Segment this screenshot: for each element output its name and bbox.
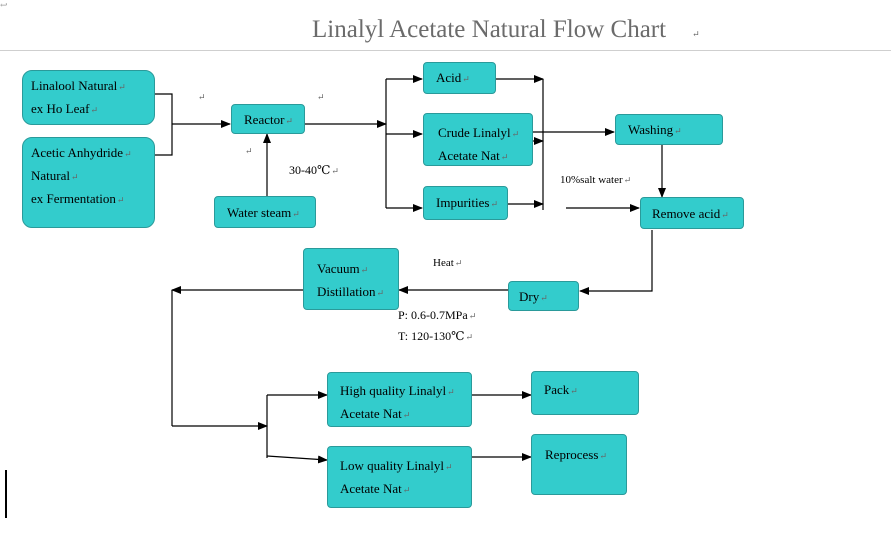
paragraph-mark: ↵ (623, 175, 632, 185)
node-text: ex Ho Leaf↵ (31, 101, 99, 116)
node-text: Acetate Nat↵ (340, 481, 411, 496)
node-low-quality: Low quality Linalyl↵ Acetate Nat↵ (327, 446, 472, 508)
node-vacuum-distillation: Vacuum↵ Distillation↵ (303, 248, 399, 310)
node-impurities: Impurities↵ (423, 186, 508, 220)
node-washing: Washing↵ (615, 114, 723, 145)
node-text: Distillation↵ (317, 284, 385, 299)
node-text: Acid↵ (436, 70, 470, 85)
paragraph-mark: ↵ (118, 82, 126, 92)
node-text: Acetate Nat↵ (438, 148, 509, 163)
node-text: Impurities↵ (436, 195, 498, 210)
paragraph-mark: ↵ (721, 210, 729, 220)
paragraph-mark: ↵ (500, 152, 509, 162)
node-text: High quality Linalyl↵ (340, 383, 455, 398)
paragraph-mark: ↵ (198, 92, 206, 102)
label-heat: Heat↵ (433, 257, 463, 269)
node-text: Reactor↵ (244, 112, 293, 127)
paragraph-mark: ↵ (124, 149, 132, 159)
paragraph-mark: ↵ (468, 311, 477, 321)
node-text: Vacuum↵ (317, 261, 369, 276)
paragraph-mark: ↵ (570, 386, 578, 396)
paragraph-mark: ↵ (402, 485, 411, 495)
node-text: Dry↵ (519, 289, 548, 304)
node-text: Crude Linalyl↵ (438, 125, 520, 140)
paragraph-mark: ↵ (692, 29, 700, 39)
node-reactor: Reactor↵ (231, 104, 305, 134)
paragraph-mark: ↵ (599, 451, 607, 461)
label-pressure: P: 0.6-0.7MPa↵ (398, 308, 477, 322)
label-reactor-temperature: 30-40℃↵ (289, 163, 339, 177)
node-remove-acid: Remove acid↵ (640, 197, 744, 229)
paragraph-mark: ↵ (360, 265, 369, 275)
node-acetic-anhydride: Acetic Anhydride↵ Natural↵ ex Fermentati… (22, 137, 155, 228)
node-text: Pack↵ (544, 382, 578, 397)
node-water-steam: Water steam↵ (214, 196, 316, 228)
node-high-quality: High quality Linalyl↵ Acetate Nat↵ (327, 372, 472, 427)
paragraph-mark: ↵ (490, 199, 498, 209)
node-text: Low quality Linalyl↵ (340, 458, 453, 473)
paragraph-mark: ↵ (376, 288, 385, 298)
node-text: Acetate Nat↵ (340, 406, 411, 421)
node-dry: Dry↵ (508, 281, 579, 311)
paragraph-mark: ↵ (90, 105, 99, 115)
label-distill-temperature: T: 120-130℃↵ (398, 329, 474, 343)
node-text: Washing↵ (628, 122, 682, 137)
paragraph-mark: ↵ (444, 462, 453, 472)
paragraph-mark: ↵ (70, 172, 79, 182)
paragraph-mark: ↵ (331, 166, 339, 176)
node-text: Acetic Anhydride↵ (31, 145, 132, 160)
paragraph-mark: ↵ (674, 126, 682, 136)
node-text: Water steam↵ (227, 205, 300, 220)
title-divider (0, 50, 891, 51)
paragraph-mark: ↵ (540, 293, 548, 303)
paragraph-mark: ↵ (402, 410, 411, 420)
node-text: Linalool Natural↵ (31, 78, 126, 93)
paragraph-mark-corner: ↩ (0, 0, 8, 10)
node-crude-linalyl-acetate: Crude Linalyl↵ Acetate Nat↵ (423, 113, 533, 166)
paragraph-mark: ↵ (454, 258, 463, 268)
node-pack: Pack↵ (531, 371, 639, 415)
node-acid: Acid↵ (423, 62, 496, 94)
paragraph-mark: ↵ (462, 74, 470, 84)
text-cursor (5, 470, 7, 518)
paragraph-mark: ↵ (116, 195, 125, 205)
paragraph-mark: ↵ (317, 92, 325, 102)
node-text: Remove acid↵ (652, 206, 729, 221)
label-salt-water: 10%salt water↵ (560, 174, 632, 186)
node-text: ex Fermentation↵ (31, 191, 125, 206)
paragraph-mark: ↵ (285, 116, 293, 126)
paragraph-mark: ↵ (465, 332, 474, 342)
paragraph-mark: ↵ (292, 209, 300, 219)
node-linalool-natural: Linalool Natural↵ ex Ho Leaf↵ (22, 70, 155, 125)
paragraph-mark: ↵ (511, 129, 520, 139)
paragraph-mark: ↵ (245, 146, 253, 156)
node-text: Natural↵ (31, 168, 79, 183)
paragraph-mark: ↵ (447, 387, 455, 397)
page-title: Linalyl Acetate Natural Flow Chart↵ (312, 16, 700, 43)
node-text: Reprocess↵ (545, 447, 607, 462)
node-reprocess: Reprocess↵ (531, 434, 627, 495)
